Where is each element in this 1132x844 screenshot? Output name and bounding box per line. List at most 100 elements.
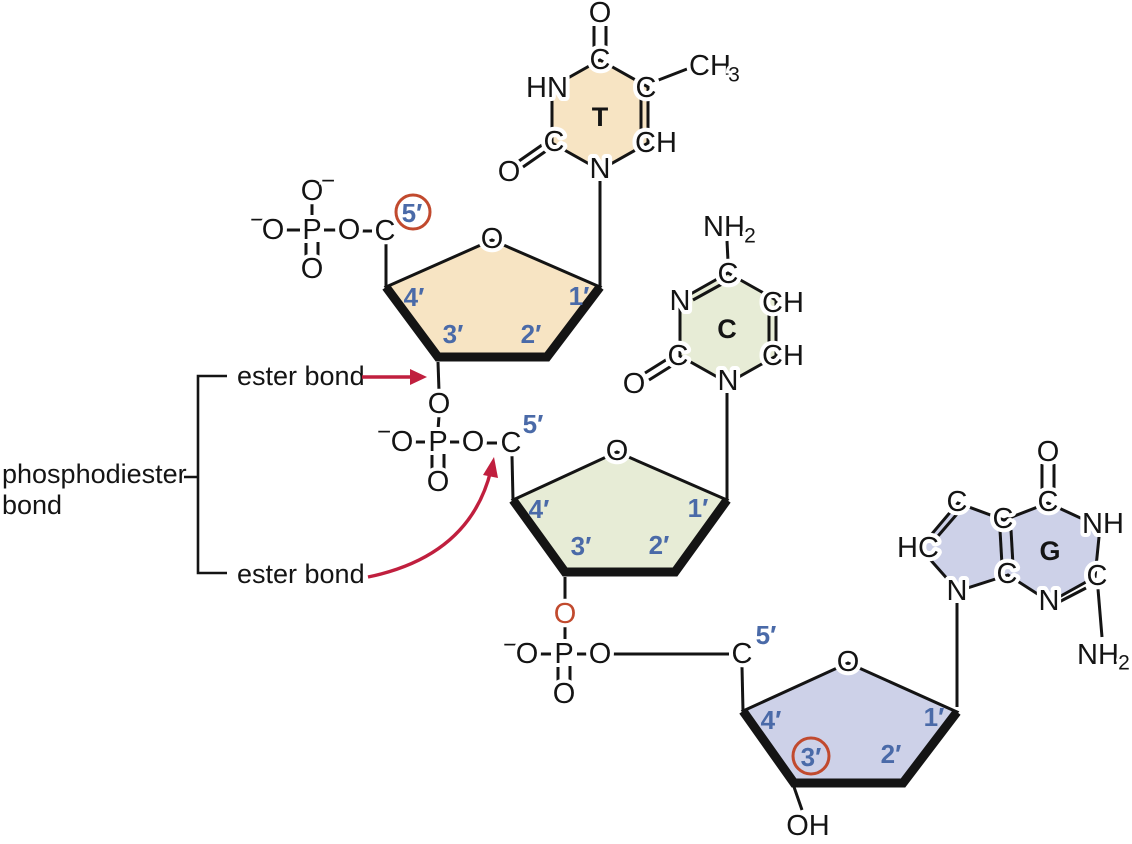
guanine-letter: G [1039, 536, 1060, 566]
ester-bond-label-bottom: ester bond [237, 559, 365, 589]
phosphate-3: O − O P O C O 5′ [500, 594, 776, 714]
thymine-base: O C HN C CH 3 C O CH N T [494, 0, 743, 192]
cytosine-letter: C [717, 314, 737, 344]
ester-bond-label-top: ester bond [237, 361, 365, 391]
ester-bond-arrow-bottom [367, 457, 498, 579]
ester-bond-arrow-top [362, 369, 427, 385]
p1-5-prime-label: 5′ [402, 198, 423, 228]
sugar1-ring-oxygen: O [481, 223, 504, 255]
sugar1-2-prime: 2′ [521, 319, 542, 349]
cytosine-c-top: C [718, 258, 739, 290]
guanine-carbonyl-oxygen: O [1037, 436, 1060, 468]
guanine-nh: NH [1082, 508, 1124, 540]
thymine-c-right: C [636, 72, 657, 104]
thymine-c-left: C [544, 126, 565, 158]
guanine-n-glycosidic: N [947, 575, 968, 607]
thymine-letter: T [592, 102, 609, 132]
guanine-c-fused-upper: C [993, 503, 1014, 535]
sugar1-1-prime: 1′ [569, 281, 590, 311]
p1-phosphorus: P [302, 214, 321, 246]
5-prime-highlight-circle [394, 193, 432, 231]
cytosine-base: NH 2 C N CH CH C O N C [619, 207, 808, 404]
cytosine-c-left: C [668, 340, 689, 372]
sugar-1-link-bonds [436, 361, 441, 431]
p2-o-left-minus: − [377, 419, 391, 446]
guanine-bonds [930, 464, 1104, 707]
sugar-2-deoxyribose: O 4′ 1′ 3′ 2′ [529, 431, 709, 561]
guanine-amino-subscript: 2 [1118, 652, 1130, 675]
cytosine-ch-upper: CH [762, 287, 804, 319]
p2-c5-carbon: C [501, 427, 522, 459]
phosphodiester-label-line2: bond [2, 490, 62, 520]
phosphate-3-bonds [539, 652, 745, 712]
phosphate-2-bonds [413, 440, 515, 501]
phosphate-2: O − O P O C O 5′ [374, 384, 544, 502]
sugar1-3-prime: 3′ [443, 319, 464, 349]
p2-o-double: O [427, 466, 450, 498]
thymine-oxygen-left: O [498, 156, 521, 188]
sugar-1-deoxyribose: O 4′ 1′ 3′ 2′ [404, 219, 590, 349]
p3-o-left-minus: − [503, 632, 517, 659]
guanine-c-carbonyl: C [1038, 486, 1059, 518]
sugar-1-bold-edge [382, 284, 604, 362]
thymine-n: N [590, 153, 611, 185]
p1-o-left: O [262, 214, 285, 246]
guanine-hc: HC [897, 532, 939, 564]
thymine-ring [550, 58, 650, 172]
sugar2-2-prime: 2′ [649, 530, 670, 560]
guanine-ring [918, 501, 1102, 604]
p3-o-double: O [553, 678, 576, 710]
phosphodiester-label-line1: phosphodiester [2, 459, 187, 489]
p3-phosphorus: P [554, 638, 573, 670]
sugar3-2-prime: 2′ [881, 739, 902, 769]
sugar-2-bold-edge [509, 497, 731, 577]
guanine-c-fused-lower: C [997, 558, 1018, 590]
sugar2-3-prime: 3′ [571, 531, 592, 561]
p2-phosphorus: P [428, 426, 447, 458]
sugar3-1-prime: 1′ [924, 702, 945, 732]
phosphodiester-bracket [184, 374, 227, 575]
sugar1-4-prime: 4′ [404, 282, 425, 312]
p3-o-left: O [516, 638, 539, 670]
sugar-3-bold-edge [739, 708, 961, 788]
p1-o-double: O [301, 253, 324, 285]
cytosine-oxygen: O [623, 368, 646, 400]
cytosine-n-bottom: N [718, 365, 739, 397]
thymine-hn: HN [526, 72, 568, 104]
thymine-methyl: CH [689, 50, 731, 82]
sugar-3-deoxyribose: O 4′ 1′ 3′ 2′ OH [761, 642, 945, 844]
cytosine-bonds [644, 240, 771, 500]
p3-o-bridge: O [589, 638, 612, 670]
thymine-bonds [518, 26, 688, 287]
sugar2-4-prime: 4′ [529, 494, 550, 524]
guanine-c-amino: C [1087, 560, 1108, 592]
cytosine-ring [678, 271, 778, 385]
p3-c5-carbon: C [732, 638, 753, 670]
cytosine-ch-lower: CH [762, 340, 804, 372]
p1-c5-carbon: C [375, 215, 396, 247]
cytosine-n-left: N [670, 285, 691, 317]
p1-o-top-minus: − [321, 168, 335, 195]
cytosine-amino: NH [703, 211, 745, 243]
thymine-c-top: C [590, 44, 611, 76]
phosphate-1-bonds [284, 203, 388, 287]
sugar3-hydroxyl: OH [786, 810, 830, 842]
thymine-ch: CH [635, 127, 677, 159]
phosphate-1: O − − O P O C O 5′ [247, 165, 423, 290]
sugar2-1-prime: 1′ [688, 493, 709, 523]
p1-o-left-minus: − [250, 207, 264, 234]
guanine-amino: NH [1077, 639, 1119, 671]
cytosine-amino-subscript: 2 [744, 225, 756, 248]
p2-ester-oxygen: O [428, 388, 451, 420]
p2-o-bridge: O [462, 426, 485, 458]
p1-o-top: O [301, 175, 324, 207]
sugar2-ring-oxygen: O [606, 435, 629, 467]
guanine-c-five: C [947, 486, 968, 518]
p2-5-prime-label: 5′ [523, 409, 544, 439]
sugar3-4-prime: 4′ [761, 705, 782, 735]
sugar3-ring-oxygen: O [837, 646, 860, 678]
sugar3-3-prime: 3′ [801, 742, 822, 772]
thymine-methyl-subscript: 3 [728, 64, 740, 87]
